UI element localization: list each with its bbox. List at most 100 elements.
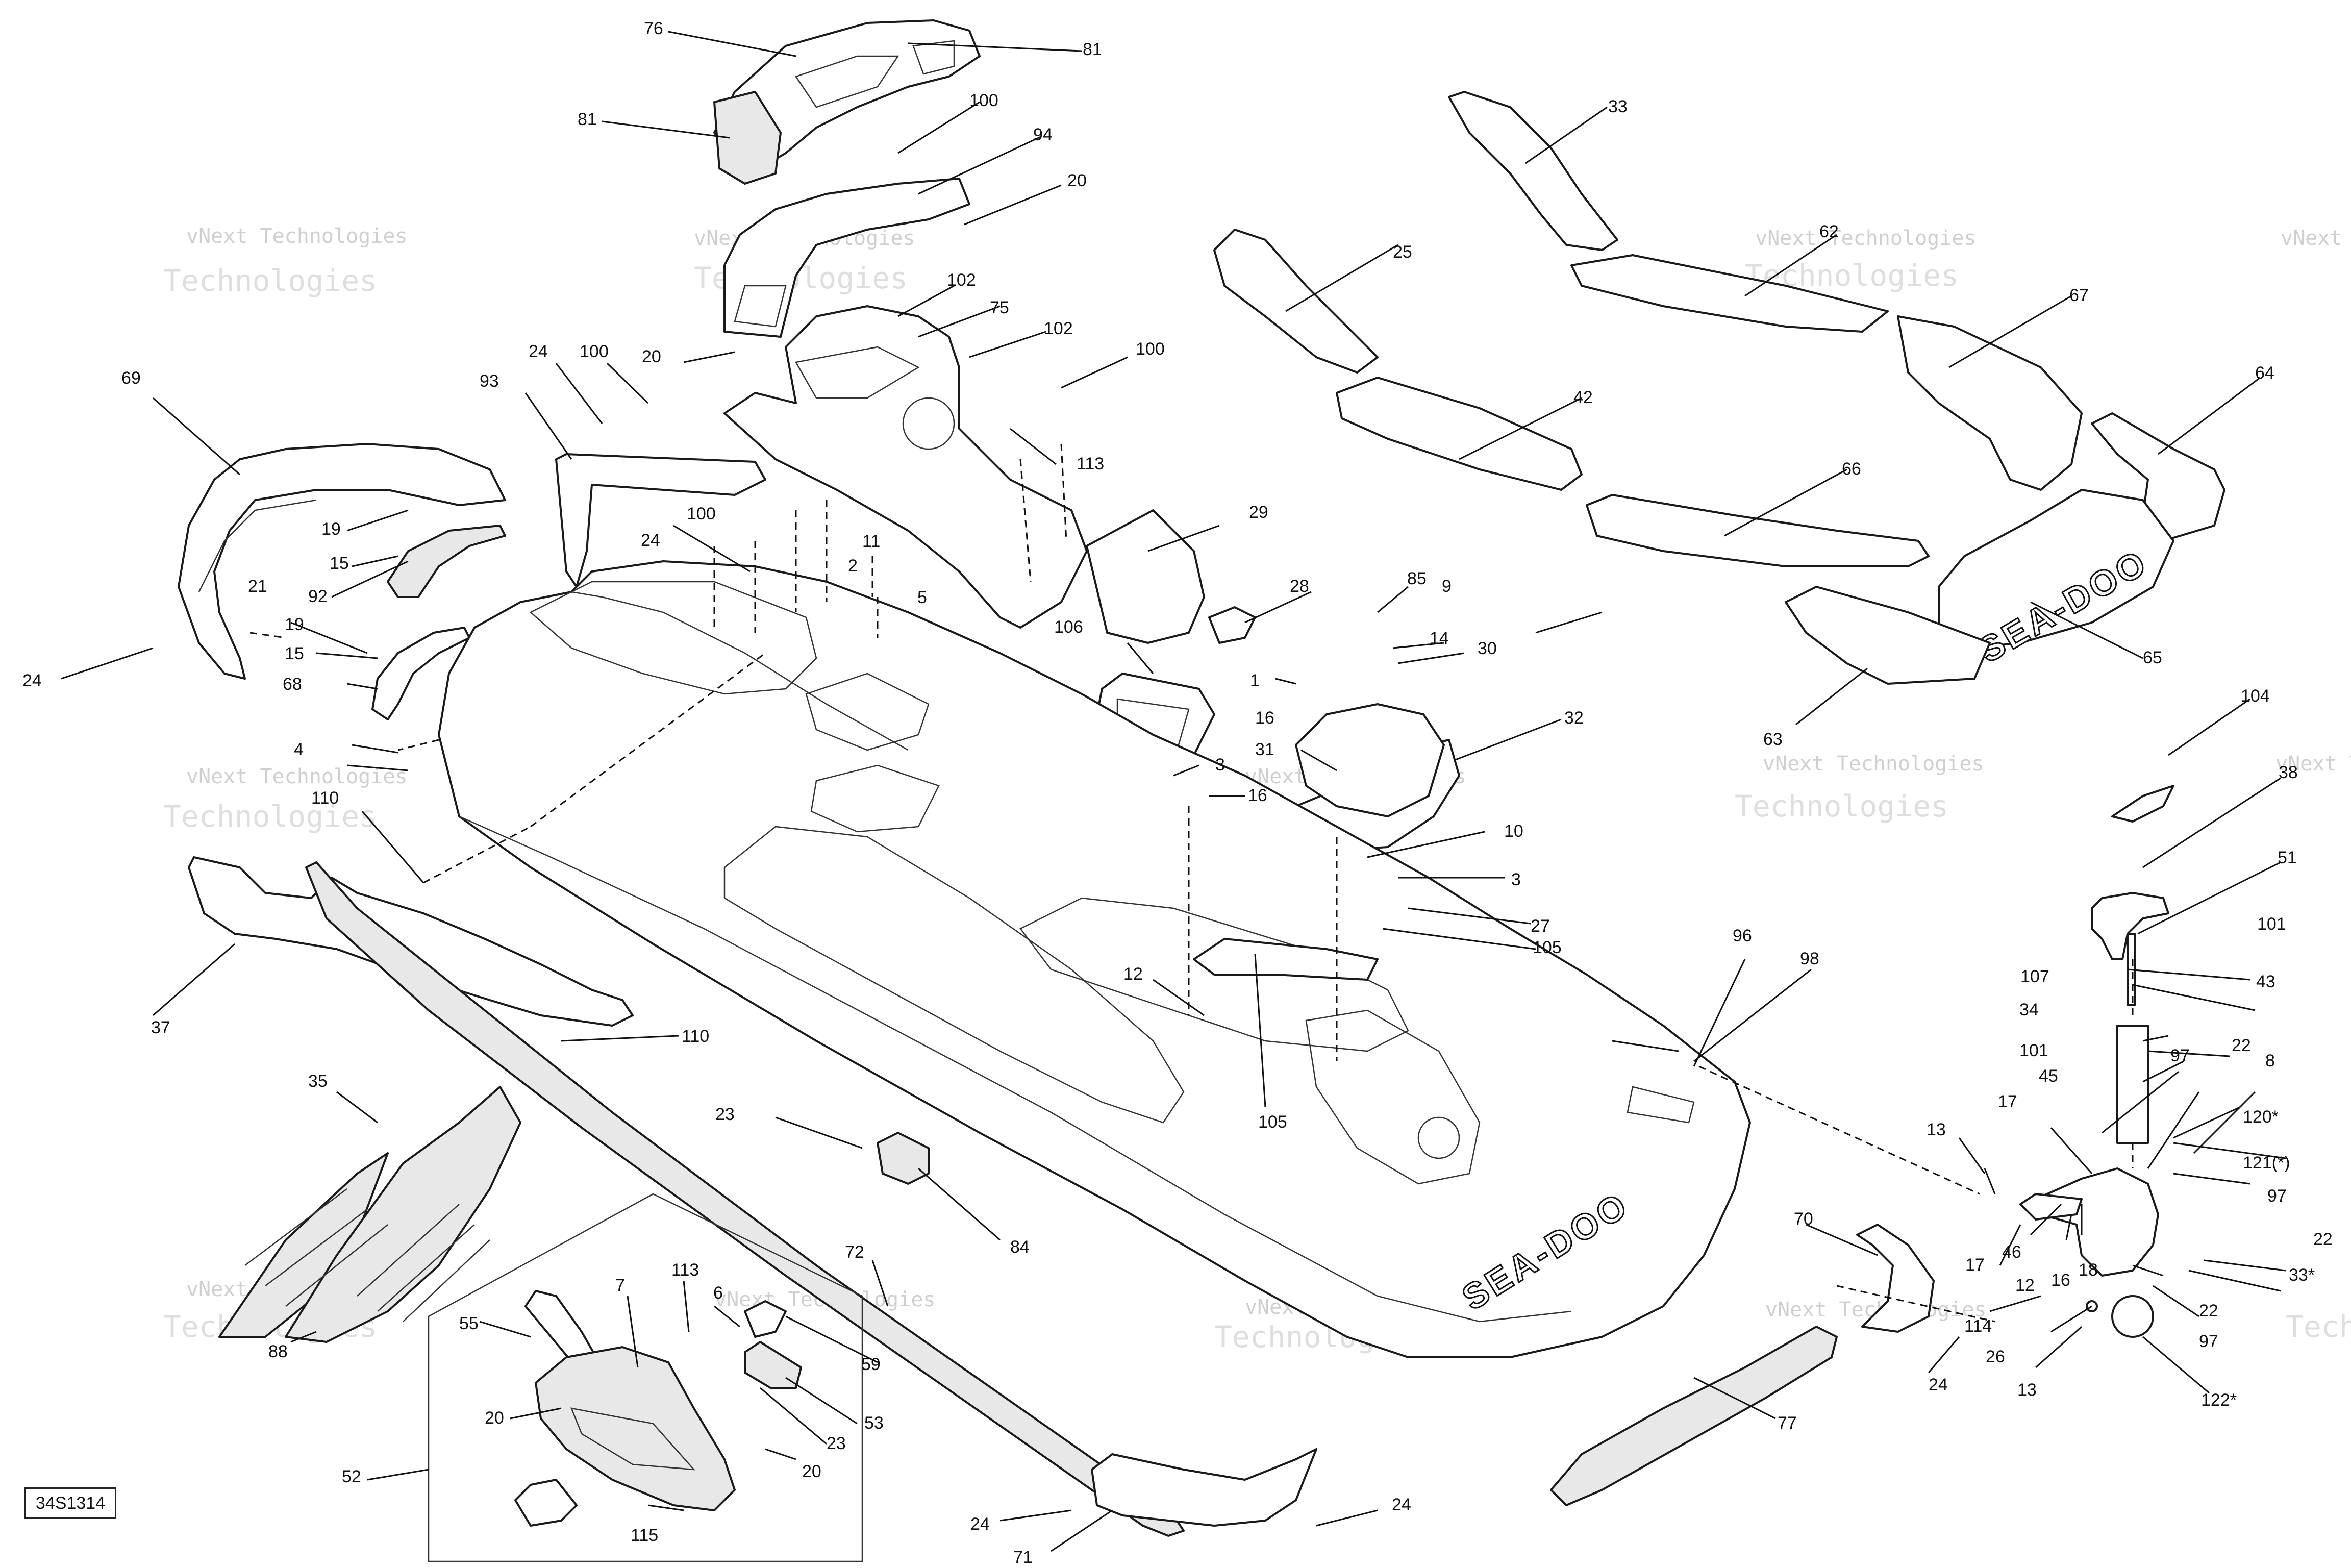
callout-23: 23 <box>827 1434 846 1453</box>
callout-11: 11 <box>862 532 880 551</box>
part-33-mat <box>1448 91 1618 251</box>
callout-20: 20 <box>485 1408 504 1428</box>
callout-98: 98 <box>1800 949 1819 968</box>
inset-frame-52 <box>428 1193 863 1562</box>
callout-110: 110 <box>311 788 339 808</box>
callout-19: 19 <box>321 519 341 539</box>
part-62-mat <box>1570 254 1889 333</box>
callout-24: 24 <box>641 531 660 550</box>
part-43-tube <box>2116 1025 2149 1144</box>
callout-115: 115 <box>631 1526 658 1545</box>
part-37-side-rail <box>188 856 634 1027</box>
callout-100: 100 <box>1136 339 1165 359</box>
callout-63: 63 <box>1763 730 1783 749</box>
part-93-bracket <box>555 453 766 588</box>
callout-30: 30 <box>1478 639 1497 658</box>
part-51-handle <box>2091 892 2169 960</box>
callout-37: 37 <box>151 1018 170 1037</box>
callout-51: 51 <box>2278 848 2297 867</box>
callout-3: 3 <box>1215 755 1225 775</box>
part-69-side-panel <box>178 443 506 680</box>
callout-23: 23 <box>715 1105 735 1124</box>
part-67-mat <box>1897 315 2083 491</box>
parts-layer: SEA-DOO <box>178 19 2225 1562</box>
part-77-rear-rail <box>1550 1326 1838 1506</box>
callout-66: 66 <box>1842 459 1861 479</box>
callout-46: 46 <box>2002 1242 2021 1262</box>
hull-main <box>438 560 1751 1358</box>
callout-24: 24 <box>1929 1375 1948 1395</box>
callout-33-star: 33* <box>2289 1265 2315 1285</box>
part-53-clip <box>744 1341 802 1389</box>
callout-24: 24 <box>1392 1495 1411 1514</box>
callout-64: 64 <box>2255 363 2274 383</box>
callout-16: 16 <box>2051 1271 2070 1290</box>
callout-25: 25 <box>1393 242 1412 262</box>
part-94-bracket <box>723 178 970 338</box>
callout-1: 1 <box>1250 671 1260 690</box>
callout-22: 22 <box>2313 1230 2333 1249</box>
callout-15: 15 <box>285 644 304 663</box>
part-52-display <box>535 1346 736 1511</box>
callout-43: 43 <box>2256 972 2275 991</box>
callout-114: 114 <box>1964 1316 1992 1336</box>
callout-59: 59 <box>861 1355 881 1374</box>
callout-3: 3 <box>1511 870 1521 889</box>
callout-76: 76 <box>644 19 663 38</box>
callout-45: 45 <box>2039 1066 2058 1086</box>
callout-100: 100 <box>687 504 716 524</box>
callout-93: 93 <box>480 371 499 391</box>
part-122-cap <box>2111 1295 2154 1338</box>
callout-34: 34 <box>2019 1000 2039 1019</box>
callout-22: 22 <box>2232 1036 2251 1055</box>
callout-24: 24 <box>22 671 42 690</box>
part-70-corner <box>1856 1224 1935 1333</box>
callout-113: 113 <box>1077 454 1104 474</box>
callout-8: 8 <box>2265 1051 2275 1071</box>
callout-120: 120* <box>2243 1107 2279 1127</box>
callout-105: 105 <box>1533 938 1562 957</box>
callout-22: 22 <box>2199 1301 2218 1321</box>
callout-6: 6 <box>713 1283 723 1303</box>
callout-77: 77 <box>1778 1413 1797 1433</box>
callout-92: 92 <box>308 587 328 606</box>
watermark-text: vNext Technologies <box>1755 227 1976 250</box>
drawing-reference-code: 34S1314 <box>24 1487 116 1519</box>
callout-20: 20 <box>642 347 661 366</box>
part-59-bracket <box>744 1300 787 1338</box>
part-64-mat <box>2091 412 2225 542</box>
watermark-layer: vNext Technologies Technologies vNext Te… <box>163 225 2351 1354</box>
callout-29: 29 <box>1249 503 1268 522</box>
callout-105: 105 <box>1258 1112 1287 1132</box>
watermark-text: Technologies <box>163 263 377 298</box>
callout-75: 75 <box>990 298 1009 317</box>
part-88-vent-cover <box>218 1152 389 1338</box>
callout-14: 14 <box>1430 629 1449 648</box>
part-92-clip <box>387 525 506 598</box>
callout-5: 5 <box>917 588 927 607</box>
callout-17: 17 <box>1965 1255 1985 1275</box>
callout-62: 62 <box>1819 222 1839 241</box>
watermark-text: Technologies <box>2286 1309 2351 1344</box>
part-25-mat <box>1213 229 1379 374</box>
callout-97: 97 <box>2199 1332 2218 1351</box>
callout-67: 67 <box>2069 286 2089 305</box>
callout-4: 4 <box>294 740 304 759</box>
callout-85: 85 <box>1407 569 1427 588</box>
callout-32: 32 <box>1564 708 1584 728</box>
callout-94: 94 <box>1033 125 1053 144</box>
callout-65: 65 <box>2143 648 2162 667</box>
callout-97: 97 <box>2267 1186 2287 1206</box>
callout-102: 102 <box>947 270 976 290</box>
part-115-lens <box>514 1479 578 1527</box>
callout-104: 104 <box>2241 686 2270 706</box>
callout-13: 13 <box>1927 1120 1946 1139</box>
callout-layer: 76 81 81 100 94 20 20 102 75 102 100 24 … <box>22 19 2333 1567</box>
callout-100: 100 <box>580 342 609 361</box>
callout-72: 72 <box>845 1242 864 1262</box>
callout-2: 2 <box>848 556 858 576</box>
callout-20: 20 <box>802 1462 821 1481</box>
callout-97: 97 <box>2170 1046 2190 1065</box>
part-30-handle-base <box>1295 703 1445 817</box>
